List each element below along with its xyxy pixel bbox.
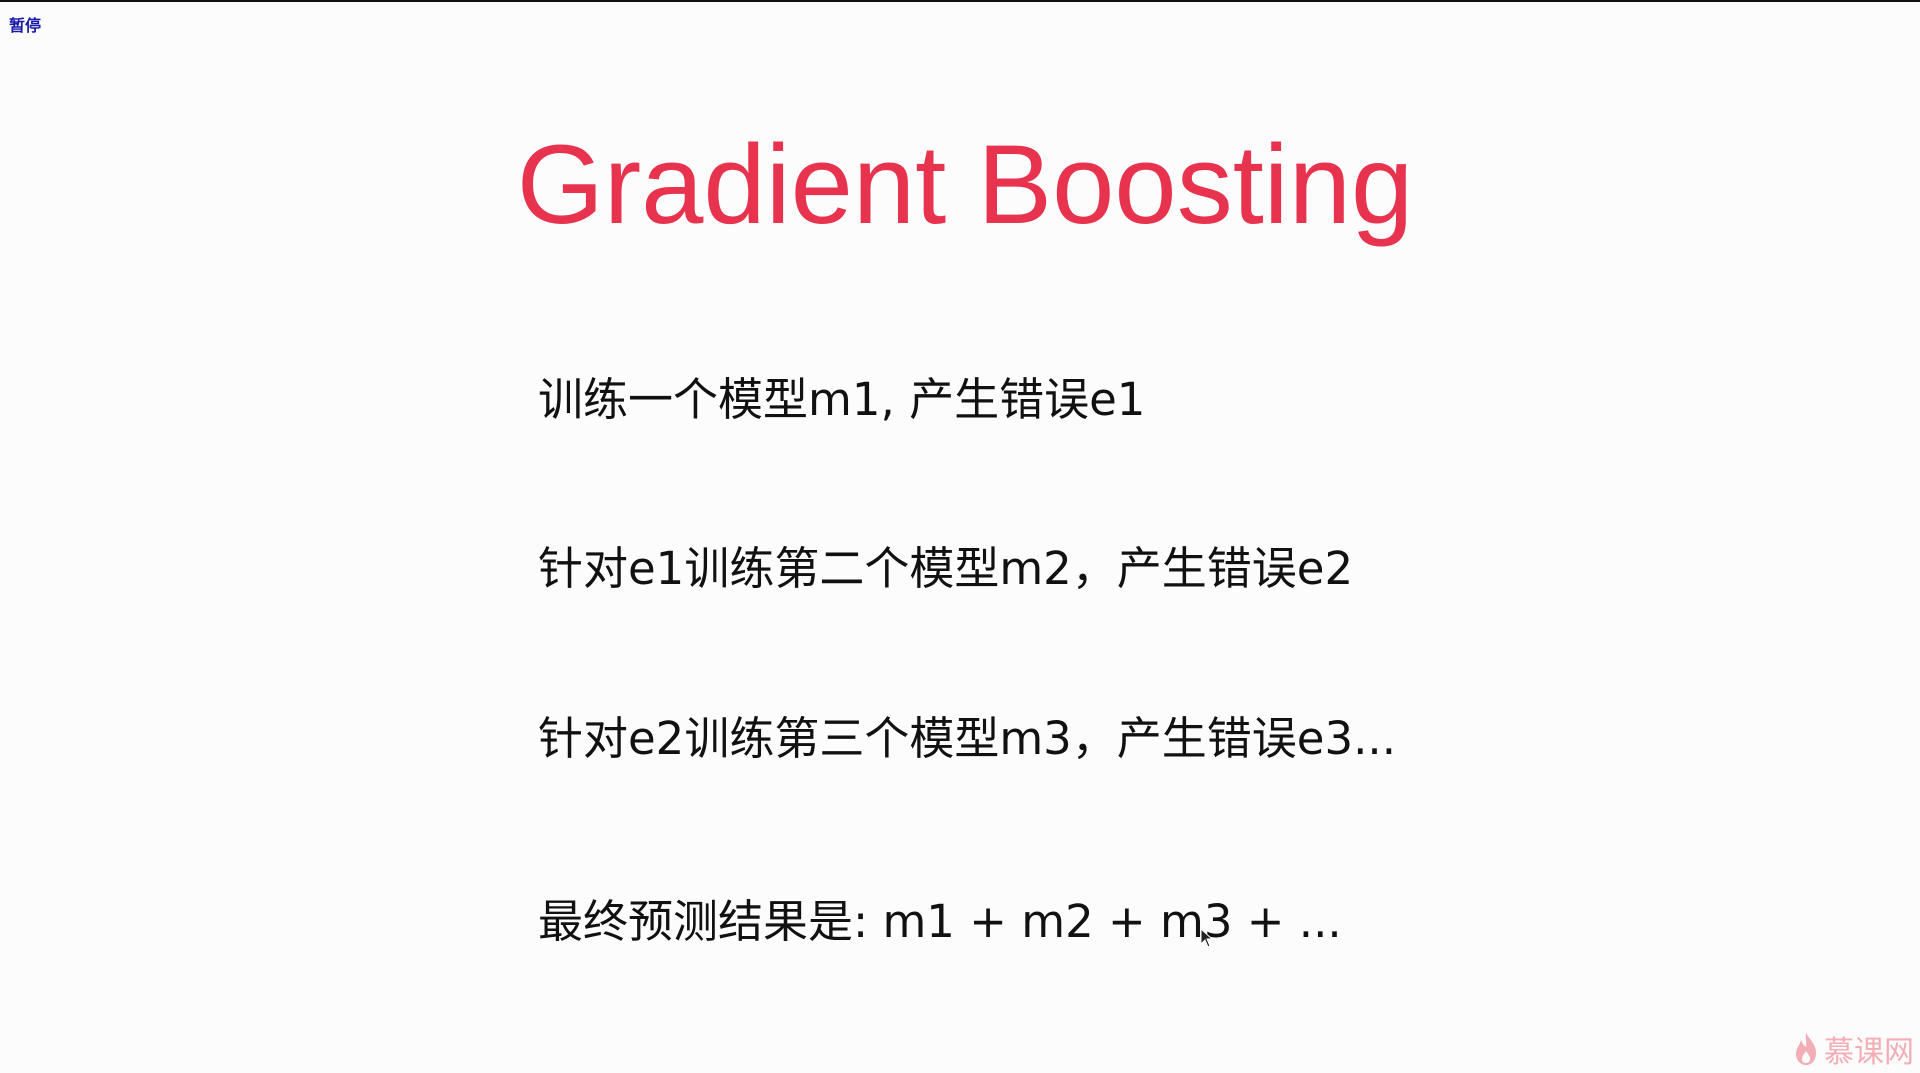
bullet-item-4: 最终预测结果是: m1 + m2 + m3 + ...	[538, 895, 1342, 948]
bullet-item-1: 训练一个模型m1, 产生错误e1	[538, 373, 1146, 426]
watermark-text: 慕课网	[1824, 1035, 1914, 1070]
flame-icon	[1796, 1033, 1816, 1065]
watermark: 慕课网	[1792, 1027, 1914, 1071]
bullet-item-3: 针对e2训练第三个模型m3，产生错误e3...	[538, 712, 1397, 765]
bullet-item-2: 针对e1训练第二个模型m2，产生错误e2	[538, 542, 1354, 595]
slide-title: Gradient Boosting	[516, 122, 1414, 247]
pause-button[interactable]: 暂停	[9, 16, 42, 35]
mouse-cursor-icon	[1200, 928, 1214, 948]
